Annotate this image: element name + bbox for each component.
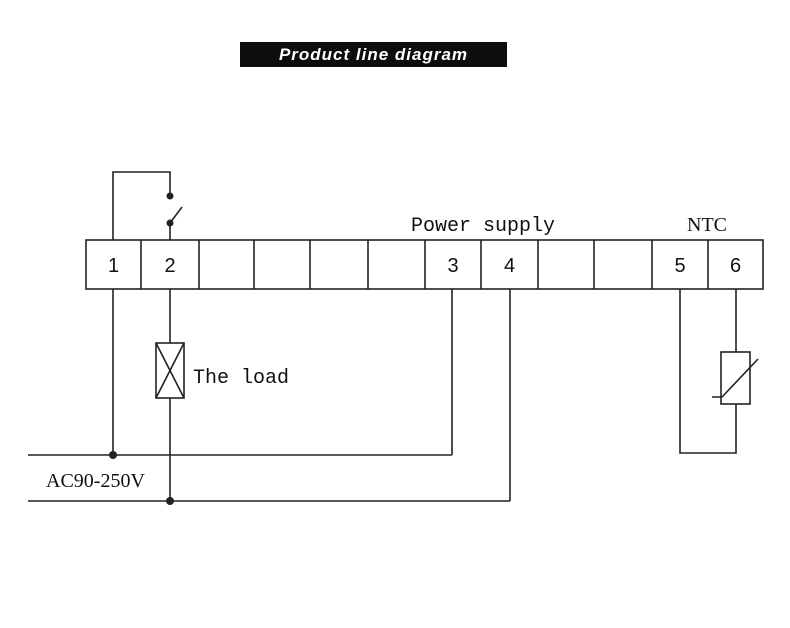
ntc-thermistor-symbol bbox=[720, 351, 751, 405]
load-label: The load bbox=[193, 367, 289, 390]
ntc-thermistor-slash bbox=[712, 358, 759, 398]
switch-contact-top bbox=[166, 192, 174, 200]
ntc-label: NTC bbox=[687, 214, 727, 236]
ntc-loop-wire bbox=[679, 289, 737, 454]
terminal-label-4: 4 bbox=[504, 255, 515, 277]
power-supply-label: Power supply bbox=[411, 215, 555, 238]
terminal-label-2: 2 bbox=[164, 255, 175, 277]
terminal-label-3: 3 bbox=[447, 255, 458, 277]
terminal-label-1: 1 bbox=[108, 255, 119, 277]
terminal-dividers bbox=[140, 240, 709, 289]
diagram-title: Product line diagram bbox=[240, 42, 507, 67]
terminal-labels: 1 2 3 4 5 6 bbox=[108, 255, 741, 277]
ac-voltage-label: AC90-250V bbox=[46, 470, 145, 492]
terminal-label-5: 5 bbox=[674, 255, 685, 277]
terminal-label-6: 6 bbox=[730, 255, 741, 277]
switch-wire-top bbox=[112, 171, 171, 240]
